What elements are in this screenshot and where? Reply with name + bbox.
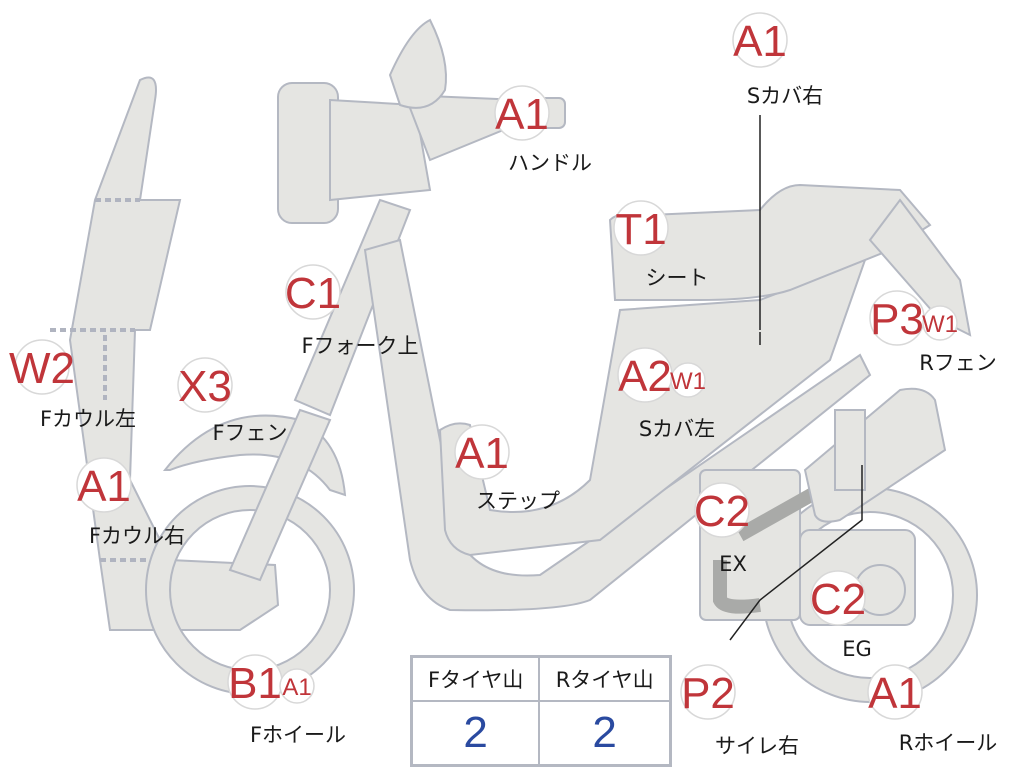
- rear-tire-value: 2: [538, 700, 672, 767]
- grade-code: A1: [733, 17, 787, 66]
- grade-label-handle: A1 ハンドル: [494, 85, 592, 175]
- grade-code: A1: [282, 674, 311, 701]
- tire-tread-table: Fタイヤ山 Rタイヤ山 2 2: [410, 655, 672, 767]
- part-name: Rホイール: [899, 731, 998, 755]
- grade-label-seat: T1 シート: [613, 200, 709, 290]
- grade-label-rear-fender: P3 W1 Rフェン: [869, 290, 997, 375]
- grade-label-front-fender: X3 Fフェン: [177, 357, 288, 445]
- grade-code: B1: [228, 659, 282, 708]
- grade-code: P2: [681, 669, 735, 718]
- grade-code: W1: [922, 311, 958, 338]
- grade-code: W1: [670, 368, 706, 395]
- grade-code: C1: [285, 269, 341, 318]
- grade-code: X3: [178, 362, 232, 411]
- leader-lines: [729, 115, 863, 641]
- grade-label-muffler-right: P2 サイレ右: [680, 664, 799, 758]
- grade-code: T1: [615, 205, 666, 254]
- grade-code: A1: [868, 669, 922, 718]
- grade-code: C2: [694, 487, 750, 536]
- rear-tire-header: Rタイヤ山: [538, 655, 672, 702]
- grade-label-exhaust: C2 EX: [694, 482, 750, 576]
- front-tire-header: Fタイヤ山: [410, 655, 541, 702]
- part-name: Rフェン: [919, 351, 997, 375]
- grade-label-front-wheel: B1 A1 Fホイール: [227, 654, 346, 747]
- scooter-outline: [50, 18, 978, 703]
- grade-code: A1: [455, 429, 509, 478]
- part-name: Fカウル左: [40, 407, 136, 431]
- grade-label-rear-wheel: A1 Rホイール: [867, 664, 998, 755]
- grade-label-s-cover-right: A1 Sカバ右: [732, 12, 823, 108]
- part-name: シート: [646, 266, 709, 290]
- grade-label-s-cover-left: A2 W1 Sカバ左: [617, 347, 715, 441]
- grade-label-front-cowl-left: W2 Fカウル左: [9, 339, 136, 431]
- grade-label-front-fork-upper: C1 Fフォーク上: [285, 264, 419, 358]
- part-name: Fホイール: [250, 723, 346, 747]
- part-name: Sカバ左: [639, 417, 715, 441]
- part-name: ハンドル: [508, 151, 592, 175]
- grade-label-step: A1 ステップ: [454, 424, 560, 513]
- grade-label-front-cowl-right: A1 Fカウル右: [76, 457, 185, 548]
- part-name: Fフォーク上: [301, 334, 418, 358]
- grade-code: W2: [9, 344, 75, 393]
- grade-code: A2: [618, 352, 672, 401]
- grade-label-engine: C2 EG: [810, 570, 872, 661]
- part-name: EG: [842, 637, 872, 661]
- part-name: Sカバ右: [747, 84, 823, 108]
- part-name: Fカウル右: [89, 524, 185, 548]
- grade-code: A1: [495, 90, 549, 139]
- front-tire-value: 2: [410, 700, 541, 767]
- part-name: ステップ: [476, 489, 560, 513]
- part-name: サイレ右: [715, 734, 799, 758]
- part-name: EX: [719, 552, 747, 576]
- grade-code: A1: [77, 462, 131, 511]
- grade-code: P3: [870, 295, 924, 344]
- part-name: Fフェン: [212, 421, 287, 445]
- grade-code: C2: [810, 575, 866, 624]
